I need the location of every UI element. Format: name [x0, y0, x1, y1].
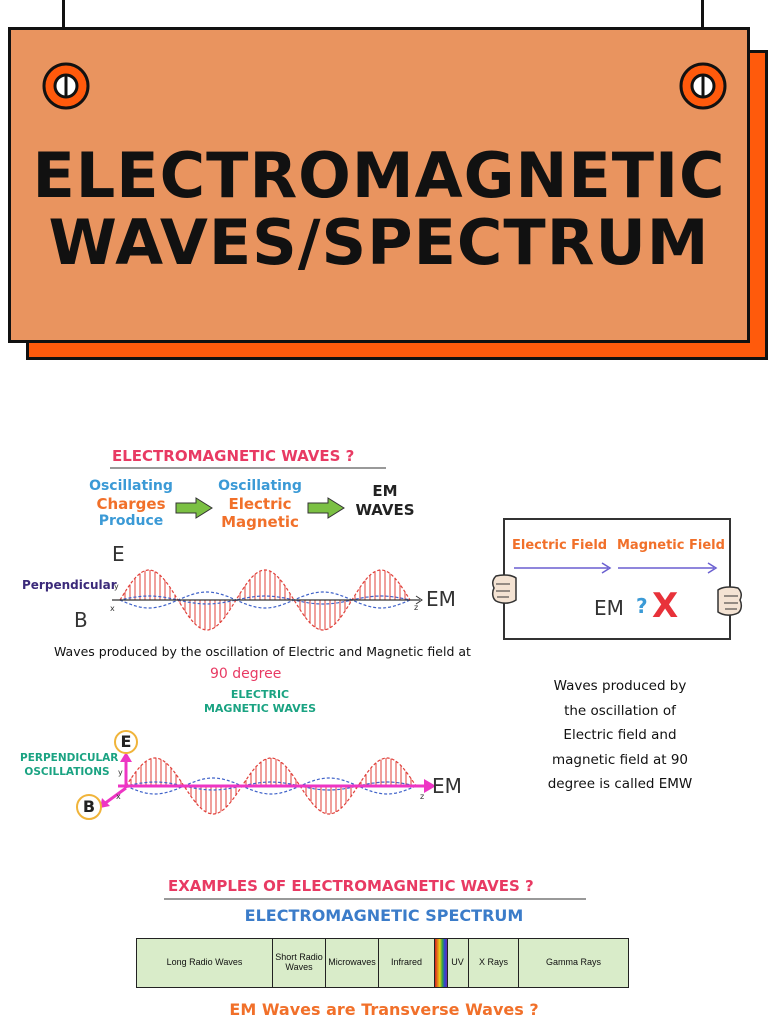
em-wave-diagram-1 [112, 569, 423, 631]
perpendicular-axes-icon [100, 752, 132, 808]
diagram1-axis-z: z [414, 603, 419, 612]
diagram1-axis-x: x [110, 604, 115, 613]
diagram2-axis-z: z [420, 792, 425, 801]
flow-step-charges: Oscillating Charges Produce [84, 478, 178, 530]
diagram2-circle-e: E [114, 730, 138, 754]
sign-cross-mark: X [652, 586, 679, 626]
diagram2-axis-y: y [118, 768, 123, 777]
definition-line4: magnetic field at 90 [551, 751, 689, 768]
flow-step2-line2: Electric [228, 494, 292, 513]
sign-magnetic-field: Magnetic Field [617, 538, 725, 553]
spectrum-heading: ELECTROMAGNETIC SPECTRUM [244, 906, 524, 925]
page-title-line-1: ELECTROMAGNETIC [32, 139, 726, 212]
diagram2-label-e: E [120, 732, 132, 751]
title-banner [8, 27, 750, 343]
emw-definition: Waves produced by the oscillation of Ele… [520, 674, 720, 797]
spectrum-cell-infrared: Infrared [379, 939, 435, 987]
flow-step3-line1: EM [372, 482, 398, 500]
diagram1-axis-y: y [114, 582, 119, 591]
spectrum-cell-long-radio: Long Radio Waves [137, 939, 273, 987]
spectrum-cell-uv: UV [447, 939, 469, 987]
em-waves-caption-degree: 90 degree [210, 666, 282, 682]
spectrum-cell-gamma-rays: Gamma Rays [545, 957, 601, 968]
definition-line2: the oscillation of [564, 702, 676, 719]
flow-step3-line2: WAVES [355, 500, 415, 519]
diagram1-label-b: B [74, 608, 88, 632]
flow-arrow-1-icon [175, 497, 213, 519]
perpendicular-oscillations-label: PERPENDICULAR OSCILLATIONS [20, 752, 119, 779]
flow-arrow-2-icon [307, 497, 345, 519]
flow-step2-line3: Magnetic [221, 512, 299, 531]
subheading-line1: ELECTRIC [230, 688, 290, 701]
sign-question-mark: ? [636, 594, 648, 618]
definition-line3: Electric field and [563, 727, 677, 743]
flow-step-electric-magnetic: Oscillating Electric Magnetic [212, 478, 308, 531]
spectrum-cell-microwaves: Microwaves [326, 939, 379, 987]
page-title-line-2: WAVES/SPECTRUM [48, 206, 710, 279]
definition-line5: degree is called EMW [547, 776, 693, 792]
transverse-waves-question: EM Waves are Transverse Waves ? [229, 1000, 539, 1019]
flow-step2-line1: Oscillating [218, 478, 302, 494]
electric-magnetic-waves-subheading: ELECTRIC MAGNETIC WAVES [190, 688, 330, 717]
spectrum-cell-short-radio: Short Radio Waves [273, 939, 326, 987]
perp-osc-line2: OSCILLATIONS [24, 765, 110, 778]
diagram1-label-perpendicular: Perpendicular [22, 578, 117, 592]
em-waves-heading: ELECTROMAGNETIC WAVES ? [112, 447, 355, 465]
em-wave-diagram-2 [118, 757, 436, 815]
flow-step1-line1: Oscillating [89, 478, 173, 494]
flow-step-em-waves: EM WAVES [342, 482, 428, 520]
banner-ring-left-icon [42, 62, 90, 110]
subheading-line2: MAGNETIC WAVES [203, 702, 317, 716]
examples-heading: EXAMPLES OF ELECTROMAGNETIC WAVES ? [168, 877, 534, 895]
diagram2-axis-x: x [116, 792, 121, 801]
hand-left-icon [491, 574, 517, 604]
visible-light-band [435, 939, 448, 987]
diagram2-circle-b: B [76, 794, 102, 820]
sign-em-text: EM [594, 596, 624, 620]
diagram2-label-b: B [82, 797, 96, 816]
diagram2-label-em: EM [432, 774, 462, 798]
sign-arrows-icon [514, 562, 718, 574]
spectrum-cell-x-rays: X Rays [469, 939, 519, 987]
flow-step1-line3: Produce [98, 512, 164, 529]
hand-right-icon [717, 586, 743, 616]
em-waves-heading-underline [110, 467, 386, 469]
definition-line1: Waves produced by [553, 678, 687, 694]
examples-heading-underline [164, 898, 586, 900]
em-waves-caption: Waves produced by the oscillation of Ele… [54, 644, 471, 659]
banner-ring-right-icon [679, 62, 727, 110]
flow-step1-line2: Charges [96, 494, 166, 513]
perp-osc-line1: PERPENDICULAR [20, 752, 119, 764]
diagram1-label-e: E [112, 542, 125, 566]
em-spectrum-bar: Long Radio Waves Short Radio Waves Micro… [136, 938, 629, 988]
sign-board [503, 518, 731, 640]
sign-electric-field: Electric Field [512, 538, 608, 553]
diagram1-label-em: EM [426, 587, 456, 611]
